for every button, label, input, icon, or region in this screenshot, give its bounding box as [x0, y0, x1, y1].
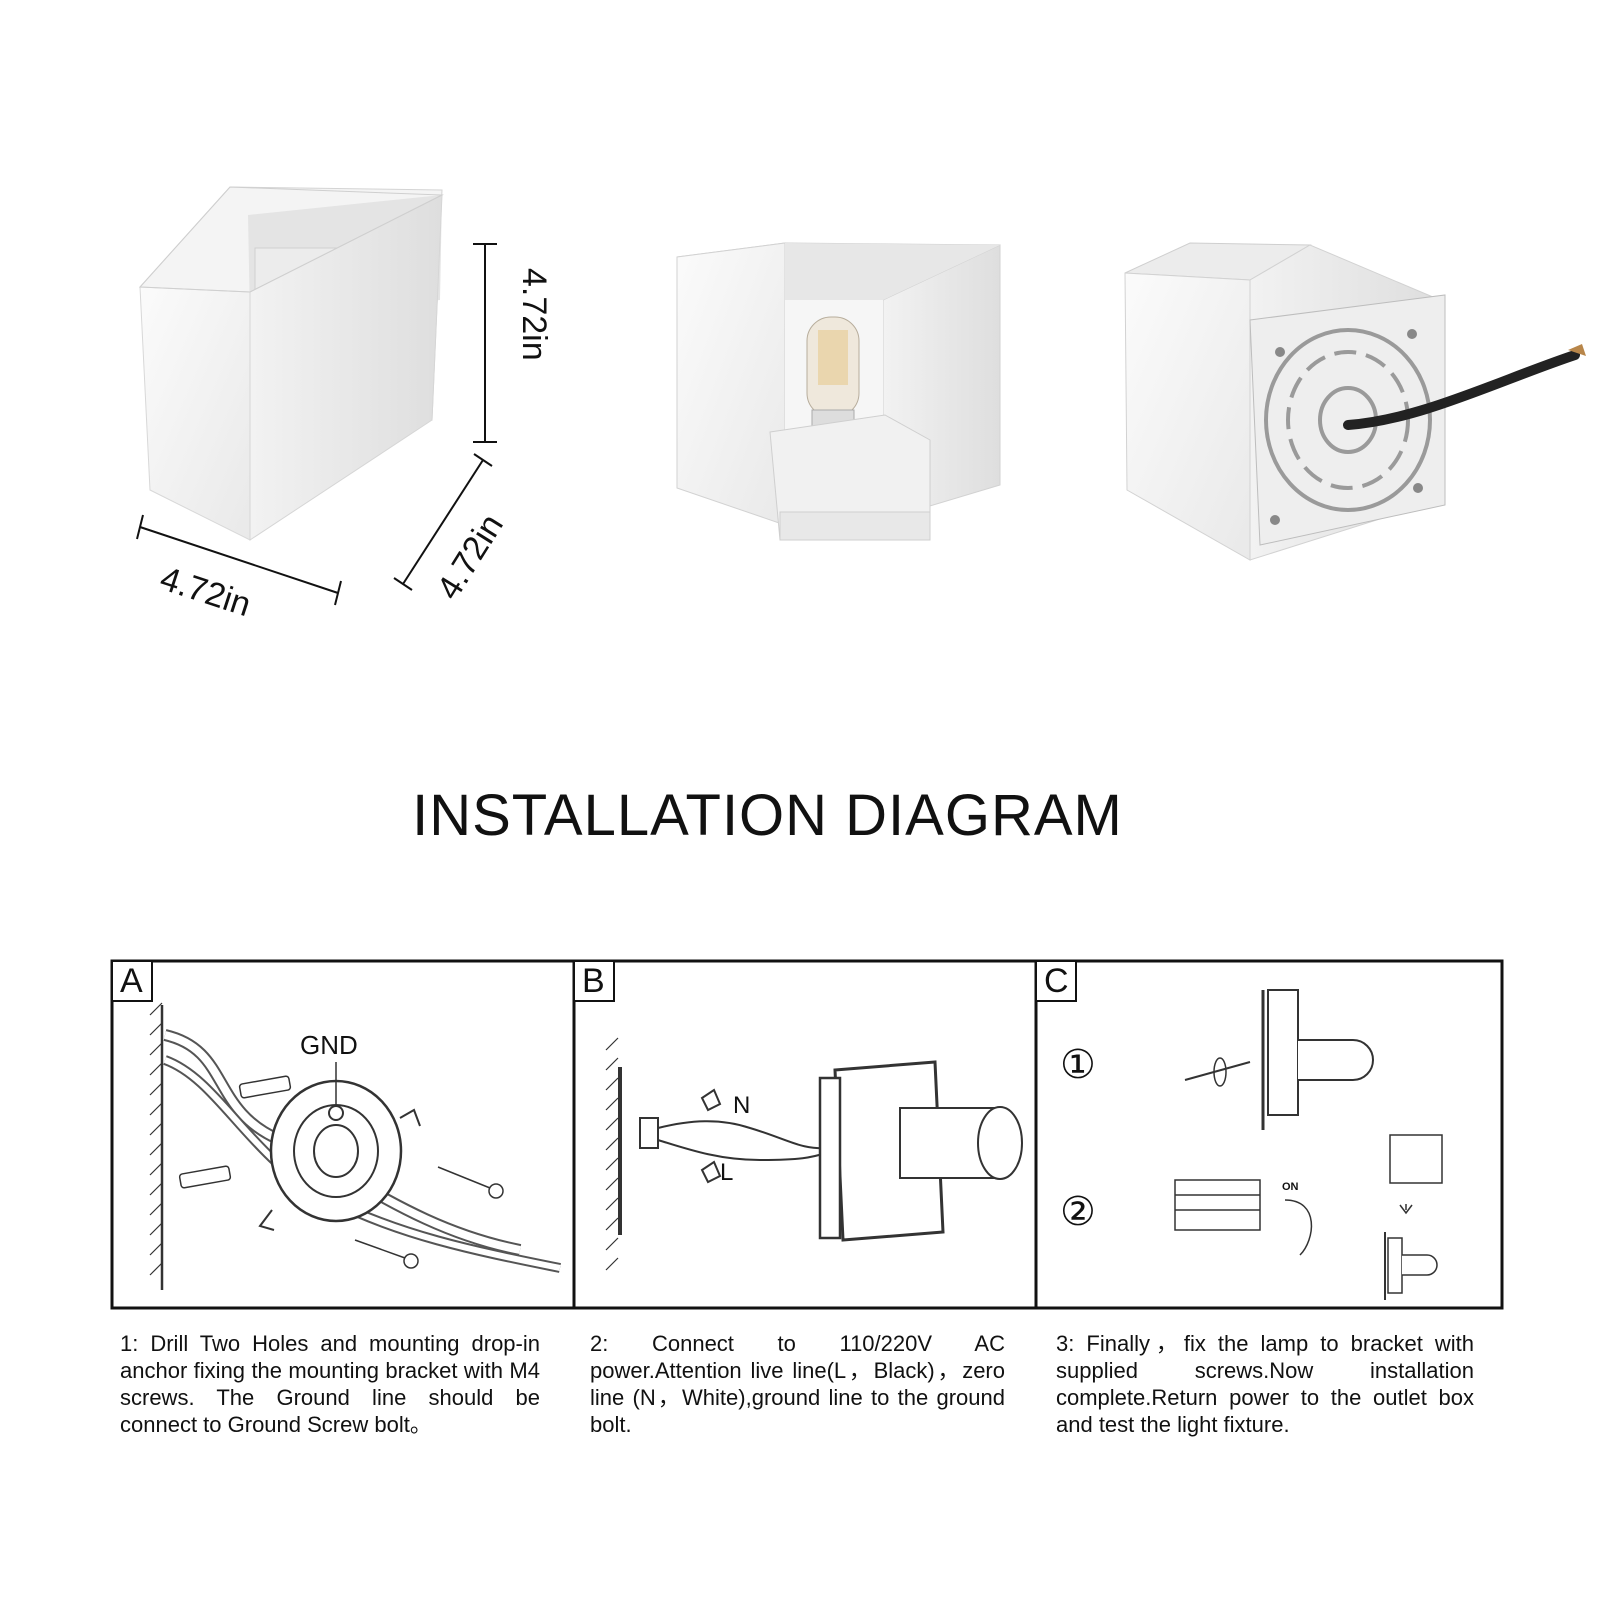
wire-nut-icon-2	[700, 1160, 722, 1184]
step-1-description: 1: Drill Two Holes and mounting drop-in …	[120, 1330, 540, 1438]
cube-front-view	[138, 186, 444, 541]
step-2-marker: ②	[1060, 1189, 1096, 1235]
live-label: L	[720, 1159, 733, 1186]
product-illustrations: 4.72in 4.72in 4.72in	[136, 186, 1586, 624]
panel-a-drawing	[149, 1002, 561, 1290]
page-title: INSTALLATION DIAGRAM	[412, 783, 1123, 848]
mounting-bracket-icon	[1264, 328, 1432, 512]
step-1-marker: ①	[1060, 1042, 1096, 1088]
bulb-icon	[806, 316, 860, 429]
wire-nut-icon	[700, 1088, 722, 1112]
screw-icon	[354, 1166, 504, 1269]
step-1-number: 1:	[120, 1331, 139, 1356]
width-dimension-line	[136, 514, 342, 606]
step-2-description: 2: Connect to 110/220V AC power.Attentio…	[590, 1330, 1005, 1438]
gnd-label: GND	[300, 1030, 358, 1060]
height-dimension-line	[473, 243, 497, 443]
depth-dimension-line	[393, 453, 493, 591]
anchor-icon	[178, 1075, 292, 1189]
panel-c-letter: C	[1044, 962, 1069, 1000]
step-3-description: 3: Finally，fix the lamp to bracket with …	[1056, 1330, 1474, 1438]
panels-frame	[110, 959, 1504, 1310]
step-2-number: 2:	[590, 1331, 609, 1356]
power-cable-icon	[1343, 350, 1580, 430]
panel-c-drawing	[1174, 989, 1443, 1300]
step-1-text: Drill Two Holes and mounting drop-in anc…	[120, 1331, 540, 1437]
height-label: 4.72in	[515, 268, 553, 361]
panel-b-letter: B	[582, 962, 605, 1000]
cube-back-view	[1124, 242, 1586, 561]
on-label: ON	[1282, 1181, 1299, 1193]
step-2-text: Connect to 110/220V AC power.Attention l…	[590, 1331, 1005, 1437]
neutral-label: N	[733, 1092, 750, 1119]
panel-b-drawing	[605, 1037, 1023, 1271]
panel-a-letter: A	[120, 962, 143, 1000]
step-3-text: Finally，fix the lamp to bracket with sup…	[1056, 1331, 1474, 1437]
width-label: 4.72in	[156, 559, 256, 624]
cube-bulb-view	[676, 242, 1001, 541]
step-3-number: 3:	[1056, 1331, 1075, 1356]
